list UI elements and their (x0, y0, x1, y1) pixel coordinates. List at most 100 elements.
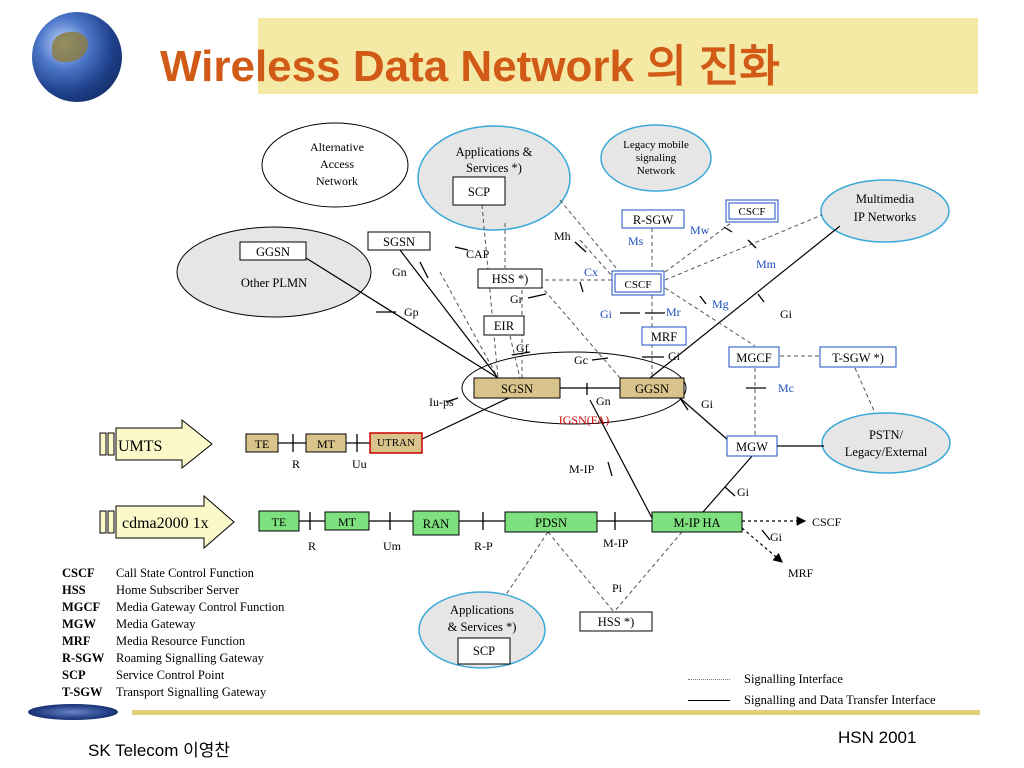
svg-text:CSCF: CSCF (812, 515, 842, 529)
svg-text:R-SGW: R-SGW (633, 213, 673, 227)
interface-legend: Signalling Interface Signalling and Data… (688, 669, 936, 711)
svg-text:Pi: Pi (612, 581, 623, 595)
pstn-cloud (821, 412, 951, 474)
svg-text:SGSN: SGSN (501, 382, 533, 396)
mgw-box (726, 435, 778, 457)
svg-text:GGSN: GGSN (635, 382, 669, 396)
svg-text:Gi: Gi (668, 349, 681, 363)
svg-text:M-IP HA: M-IP HA (673, 516, 720, 530)
svg-text:PSTN/Legacy/External: PSTN/Legacy/External (845, 428, 928, 459)
svg-text:CAP: CAP (466, 247, 490, 261)
alt-access-cloud (261, 122, 409, 208)
svg-text:Uu: Uu (352, 457, 367, 471)
sgsn-top-box (367, 231, 431, 251)
svg-text:R: R (308, 539, 316, 553)
svg-text:Um: Um (383, 539, 402, 553)
rsgw-box (621, 209, 685, 229)
signalling-legend-row: Signalling Interface (688, 669, 936, 690)
svg-text:CSCF: CSCF (739, 206, 766, 218)
ran-box (412, 510, 460, 536)
solid-line-swatch (688, 700, 730, 701)
utran-box (369, 432, 423, 454)
pdsn-box (504, 511, 598, 533)
svg-text:M-IP: M-IP (603, 536, 629, 550)
svg-text:SCP: SCP (473, 644, 495, 658)
svg-text:Applications &Services *): Applications &Services *) (456, 145, 533, 175)
multimedia-cloud (820, 179, 950, 243)
scp-bottom-box (457, 637, 511, 665)
dotted-line-swatch (688, 679, 730, 680)
eir-box (483, 315, 525, 336)
svg-text:HSS *): HSS *) (598, 615, 634, 629)
svg-text:R: R (292, 457, 300, 471)
svg-text:Gr: Gr (510, 292, 523, 306)
sgsn-box (473, 377, 561, 399)
tsgw-box (819, 346, 897, 368)
svg-text:M-IP: M-IP (569, 462, 595, 476)
svg-text:Mr: Mr (666, 305, 681, 319)
igsn-ellipse (461, 351, 687, 425)
te1-box (245, 433, 279, 453)
svg-text:Gi: Gi (600, 307, 613, 321)
svg-text:CSCF: CSCF (625, 279, 652, 291)
svg-text:Ms: Ms (628, 234, 644, 248)
svg-text:TE: TE (272, 515, 287, 529)
ggsn-plmn-box (239, 241, 307, 261)
svg-text:MGW: MGW (736, 440, 768, 454)
cscf-mid-box (614, 273, 662, 293)
svg-text:UMTS: UMTS (118, 438, 162, 455)
svg-text:PDSN: PDSN (535, 516, 567, 530)
svg-text:GGSN: GGSN (256, 245, 290, 259)
svg-text:Gi: Gi (737, 485, 750, 499)
svg-text:RAN: RAN (423, 517, 449, 531)
svg-text:Cx: Cx (584, 265, 598, 279)
footer-event: HSN 2001 (838, 728, 917, 747)
svg-text:Mg: Mg (712, 297, 729, 311)
svg-text:Gi: Gi (780, 307, 793, 321)
svg-text:Gn: Gn (392, 265, 407, 279)
svg-text:MGCF: MGCF (736, 351, 771, 365)
svg-text:Gf: Gf (516, 341, 529, 355)
data-legend-row: Signalling and Data Transfer Interface (688, 690, 936, 711)
te2-box (258, 510, 300, 532)
svg-text:R-P: R-P (474, 539, 493, 553)
mrf-box (641, 326, 687, 346)
svg-text:MT: MT (317, 437, 336, 451)
svg-text:HSS *): HSS *) (492, 272, 528, 286)
page-title: Wireless Data Network 의 진화 (160, 42, 780, 91)
svg-text:Mh: Mh (554, 229, 571, 243)
scp-box (452, 176, 506, 206)
miph-box (651, 511, 743, 533)
svg-text:MRF: MRF (788, 566, 814, 580)
cscf-top-box (728, 202, 776, 220)
hss-box (477, 268, 543, 289)
svg-text:Iu-ps: Iu-ps (429, 395, 454, 409)
svg-text:SCP: SCP (468, 185, 490, 199)
umts-arrow: UMTS (99, 418, 213, 470)
svg-text:Mm: Mm (756, 257, 777, 271)
svg-text:UTRAN: UTRAN (377, 437, 415, 449)
apps-bottom-cloud (418, 591, 546, 669)
disc-logo (28, 704, 118, 720)
title-band-left (138, 18, 258, 94)
ggsn-box (619, 377, 685, 399)
cdma-arrow: cdma2000 1x (99, 494, 235, 550)
svg-text:Applications& Services *): Applications& Services *) (448, 603, 517, 634)
svg-text:cdma2000 1x: cdma2000 1x (122, 515, 209, 532)
igsn-label: IGSN(FA) (559, 413, 609, 427)
svg-text:MRF: MRF (651, 330, 677, 344)
svg-text:Mc: Mc (778, 381, 794, 395)
svg-text:SGSN: SGSN (383, 235, 415, 249)
svg-text:Gn: Gn (596, 394, 611, 408)
